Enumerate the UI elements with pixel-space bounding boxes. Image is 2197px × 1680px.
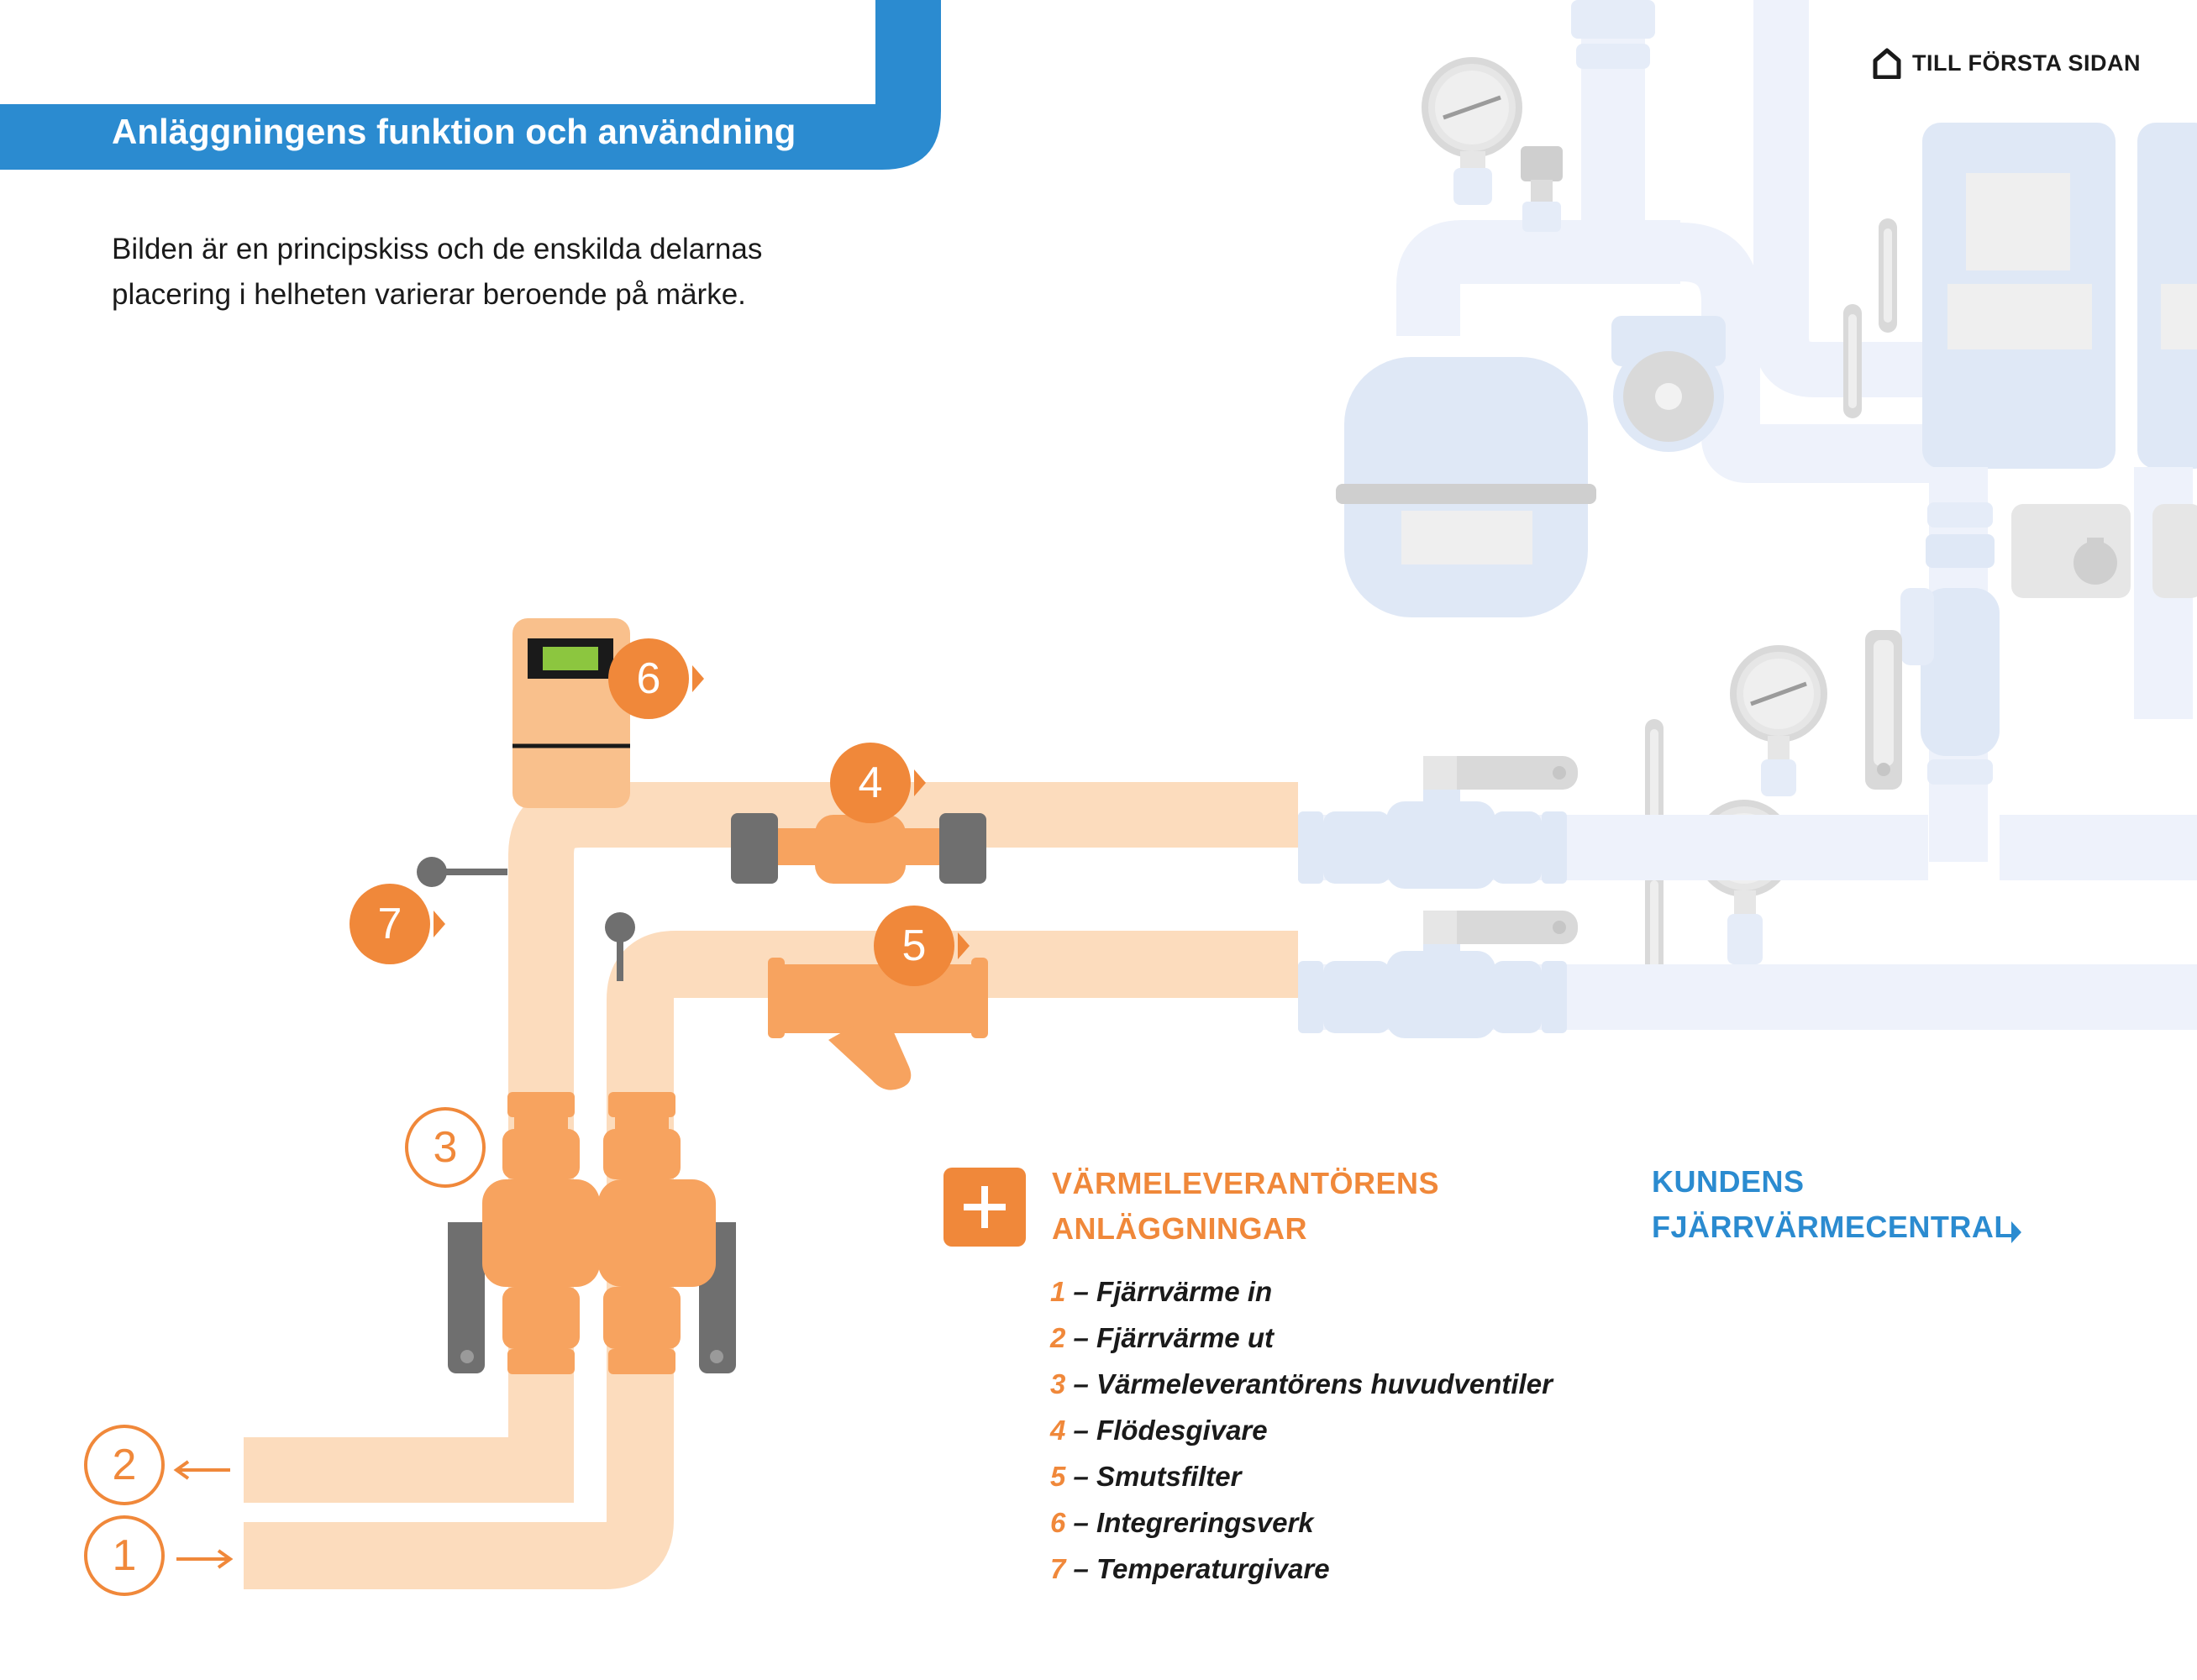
plus-icon [964, 1186, 1006, 1228]
expand-supplier-button[interactable] [943, 1168, 1026, 1247]
marker-4-label: 4 [859, 759, 883, 807]
customer-installation-graphic [1298, 0, 2197, 1038]
supplier-heading-line-2: ANLÄGGNINGAR [1052, 1211, 1307, 1246]
home-link-label: TILL FÖRSTA SIDAN [1912, 50, 2141, 76]
supplier-heading: VÄRMELEVERANTÖRENS ANLÄGGNINGAR [1052, 1161, 1439, 1252]
supplier-heading-line-1: VÄRMELEVERANTÖRENS [1052, 1166, 1440, 1200]
supplier-installation-graphic [173, 618, 1298, 1589]
customer-link-line-1: KUNDENS [1652, 1164, 1805, 1199]
marker-1-label: 1 [113, 1531, 137, 1580]
legend-item: 4 – Flödesgivare [1050, 1415, 1268, 1446]
legend-item: 3 – Värmeleverantörens huvudventiler [1050, 1368, 1553, 1399]
marker-2[interactable]: 2 [84, 1425, 165, 1505]
component-legend: 1 – Fjärrvärme in 2 – Fjärrvärme ut 3 – … [1050, 1268, 1553, 1592]
marker-7[interactable]: 7 [350, 884, 445, 964]
customer-central-link[interactable]: KUNDENS FJÄRRVÄRMECENTRAL [1652, 1159, 2021, 1250]
home-icon [1873, 48, 1901, 79]
intro-line-2: placering i helheten varierar beroende p… [112, 278, 746, 311]
chevron-right-icon [2011, 1221, 2021, 1243]
marker-6-label: 6 [637, 654, 661, 703]
marker-5[interactable]: 5 [874, 906, 970, 986]
marker-3[interactable]: 3 [405, 1107, 486, 1188]
intro-line-1: Bilden är en principskiss och de enskild… [112, 233, 763, 265]
customer-link-line-2: FJÄRRVÄRMECENTRAL [1652, 1210, 2013, 1244]
legend-item: 6 – Integreringsverk [1050, 1507, 1314, 1538]
marker-4[interactable]: 4 [830, 743, 926, 823]
legend-item: 7 – Temperaturgivare [1050, 1553, 1330, 1584]
legend-item: 5 – Smutsfilter [1050, 1461, 1242, 1492]
intro-text: Bilden är en principskiss och de enskild… [112, 227, 868, 318]
header-bar: Anläggningens funktion och användning [0, 0, 941, 170]
marker-2-label: 2 [113, 1441, 137, 1489]
marker-1[interactable]: 1 [84, 1515, 165, 1596]
legend-item: 2 – Fjärrvärme ut [1050, 1322, 1274, 1353]
marker-7-label: 7 [378, 900, 402, 948]
home-link[interactable]: TILL FÖRSTA SIDAN [1872, 47, 2141, 79]
marker-5-label: 5 [902, 921, 927, 970]
page-title: Anläggningens funktion och användning [112, 112, 796, 151]
marker-3-label: 3 [434, 1123, 458, 1172]
legend-item: 1 – Fjärrvärme in [1050, 1276, 1273, 1307]
marker-6[interactable]: 6 [608, 638, 704, 719]
